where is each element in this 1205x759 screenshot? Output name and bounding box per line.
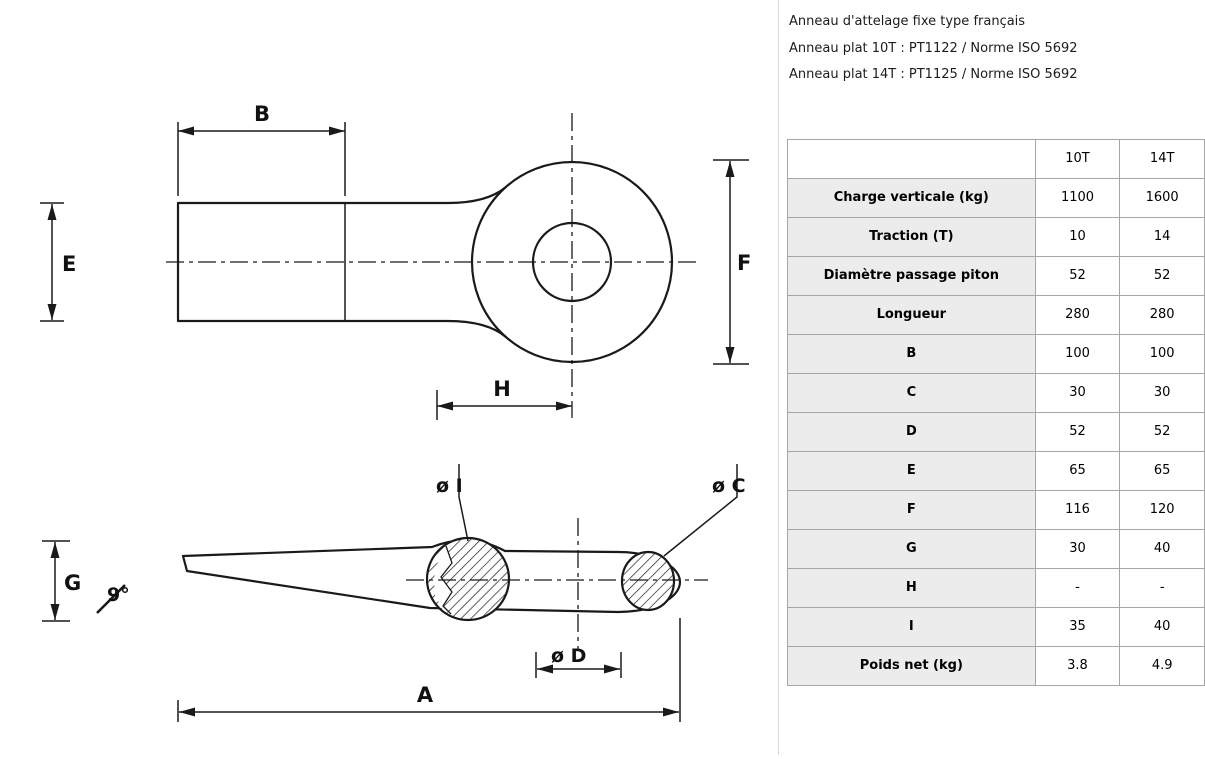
label-angle: 9°: [107, 584, 130, 606]
value-14t: -: [1119, 567, 1205, 608]
value-14t: 4.9: [1119, 645, 1205, 686]
header-10t: 10T: [1034, 138, 1121, 179]
product-header: Anneau d'attelage fixe type français Ann…: [779, 0, 1205, 89]
row-label: D: [787, 411, 1036, 452]
label-dia-I: ø I: [436, 475, 463, 497]
spec-table: 10T 14T Charge verticale (kg) 1100 1600 …: [787, 138, 1205, 686]
break-line: [440, 545, 453, 615]
value-10t: 52: [1034, 255, 1121, 296]
header-empty: [787, 138, 1036, 179]
dimension-H: H: [436, 377, 572, 420]
value-10t: 116: [1034, 489, 1121, 530]
row-label: G: [787, 528, 1036, 569]
dimension-dia-D: ø D: [535, 645, 622, 678]
dimension-E: E: [40, 202, 76, 322]
value-14t: 52: [1119, 255, 1205, 296]
technical-drawing-area: B E F H: [40, 102, 751, 722]
label-G: G: [64, 571, 81, 595]
dimension-G: G: [42, 540, 81, 622]
row-label: Longueur: [787, 294, 1036, 335]
row-label: B: [787, 333, 1036, 374]
value-10t: -: [1034, 567, 1121, 608]
value-14t: 40: [1119, 606, 1205, 647]
row-label: Traction (T): [787, 216, 1036, 257]
dimension-F: F: [713, 159, 751, 365]
label-dia-C: ø C: [712, 475, 746, 497]
row-label: I: [787, 606, 1036, 647]
table-row: D 52 52: [787, 411, 1205, 452]
value-10t: 10: [1034, 216, 1121, 257]
value-10t: 1100: [1034, 177, 1121, 218]
table-row: F 116 120: [787, 489, 1205, 530]
row-label: Poids net (kg): [787, 645, 1036, 686]
table-row: Charge verticale (kg) 1100 1600: [787, 177, 1205, 218]
spec-panel: Anneau d'attelage fixe type français Ann…: [778, 0, 1205, 755]
row-label: Charge verticale (kg): [787, 177, 1036, 218]
table-row: E 65 65: [787, 450, 1205, 491]
section-circle-C: [620, 550, 676, 612]
label-F: F: [737, 251, 751, 275]
value-10t: 52: [1034, 411, 1121, 452]
value-14t: 65: [1119, 450, 1205, 491]
value-10t: 30: [1034, 528, 1121, 569]
product-ref-10t: Anneau plat 10T : PT1122 / Norme ISO 569…: [789, 40, 1078, 56]
table-row: G 30 40: [787, 528, 1205, 569]
row-label: F: [787, 489, 1036, 530]
table-header-row: 10T 14T: [787, 138, 1205, 179]
value-14t: 1600: [1119, 177, 1205, 218]
row-label: Diamètre passage piton: [787, 255, 1036, 296]
value-10t: 65: [1034, 450, 1121, 491]
table-row: Poids net (kg) 3.8 4.9: [787, 645, 1205, 686]
top-view: B E F H: [40, 102, 751, 420]
value-10t: 100: [1034, 333, 1121, 374]
label-H: H: [493, 377, 511, 401]
product-ref-14t: Anneau plat 14T : PT1125 / Norme ISO 569…: [789, 67, 1078, 82]
table-row: H - -: [787, 567, 1205, 608]
dimension-A: A: [177, 618, 681, 722]
label-E: E: [62, 252, 76, 276]
label-B: B: [254, 102, 270, 126]
value-10t: 3.8: [1034, 645, 1121, 686]
leader-dia-C: ø C: [663, 464, 746, 557]
table-row: Traction (T) 10 14: [787, 216, 1205, 257]
angle-annotation: 9°: [96, 584, 130, 614]
value-14t: 120: [1119, 489, 1205, 530]
row-label: H: [787, 567, 1036, 608]
value-14t: 100: [1119, 333, 1205, 374]
label-dia-D: ø D: [551, 645, 586, 667]
value-14t: 40: [1119, 528, 1205, 569]
label-A: A: [417, 683, 434, 707]
value-10t: 30: [1034, 372, 1121, 413]
value-14t: 14: [1119, 216, 1205, 257]
product-title: Anneau d'attelage fixe type français: [789, 14, 1026, 29]
side-view: ø I ø C G 9°: [42, 464, 746, 722]
table-row: Longueur 280 280: [787, 294, 1205, 335]
towing-eye-drawing: B E F H: [40, 102, 751, 722]
value-10t: 35: [1034, 606, 1121, 647]
leader-dia-I: ø I: [436, 464, 469, 542]
table-row: I 35 40: [787, 606, 1205, 647]
table-row: C 30 30: [787, 372, 1205, 413]
row-label: E: [787, 450, 1036, 491]
table-row: Diamètre passage piton 52 52: [787, 255, 1205, 296]
value-14t: 30: [1119, 372, 1205, 413]
value-14t: 280: [1119, 294, 1205, 335]
row-label: C: [787, 372, 1036, 413]
value-10t: 280: [1034, 294, 1121, 335]
value-14t: 52: [1119, 411, 1205, 452]
table-row: B 100 100: [787, 333, 1205, 374]
dimension-B: B: [177, 102, 346, 196]
header-14t: 14T: [1119, 138, 1205, 179]
